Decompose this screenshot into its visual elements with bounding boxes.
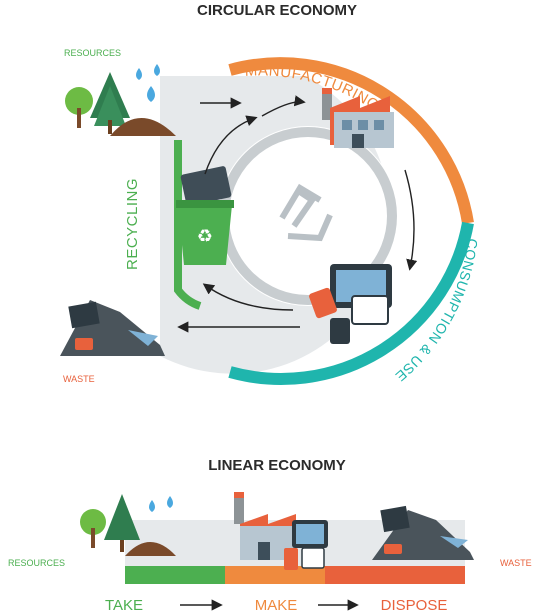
take-label: TAKE bbox=[105, 597, 143, 612]
linear-waste-label: WASTE bbox=[500, 558, 532, 568]
waste-label: WASTE bbox=[63, 374, 95, 384]
devices-icon bbox=[309, 264, 392, 344]
svg-text:♻: ♻ bbox=[197, 226, 213, 246]
make-label: MAKE bbox=[255, 597, 298, 612]
linear-waste-pile-icon bbox=[372, 505, 474, 560]
make-bar bbox=[225, 566, 325, 584]
grey-flow-band bbox=[160, 76, 398, 374]
tree-icon bbox=[65, 72, 130, 134]
dispose-bar bbox=[325, 566, 465, 584]
flow-arrows bbox=[177, 95, 418, 333]
water-drop-icon bbox=[136, 64, 160, 102]
dispose-label: DISPOSE bbox=[381, 597, 448, 612]
consumption-arc bbox=[228, 221, 474, 385]
dirt-mound bbox=[110, 118, 176, 136]
circular-title: CIRCULAR ECONOMY bbox=[197, 2, 357, 19]
linear-title: LINEAR ECONOMY bbox=[208, 457, 346, 474]
manufacturing-arc bbox=[228, 57, 474, 224]
recycling-bin-icon: ♻ bbox=[176, 166, 234, 265]
linear-devices-icon bbox=[284, 520, 328, 570]
recycling-arc bbox=[174, 140, 202, 310]
recycling-label: RECYCLING bbox=[124, 178, 141, 270]
waste-pile-icon bbox=[60, 300, 165, 356]
factory-icon bbox=[322, 88, 394, 148]
take-bar bbox=[125, 566, 225, 584]
consumption-label: CONSUMPTION & USE bbox=[392, 238, 481, 385]
linear-factory-icon bbox=[234, 492, 296, 560]
resources-label: RESOURCES bbox=[64, 48, 121, 58]
linear-resources-label: RESOURCES bbox=[8, 558, 65, 568]
linear-water-drop-icon bbox=[149, 496, 173, 512]
recycle-symbol-icon bbox=[279, 183, 333, 242]
linear-tree-icon bbox=[80, 494, 176, 556]
